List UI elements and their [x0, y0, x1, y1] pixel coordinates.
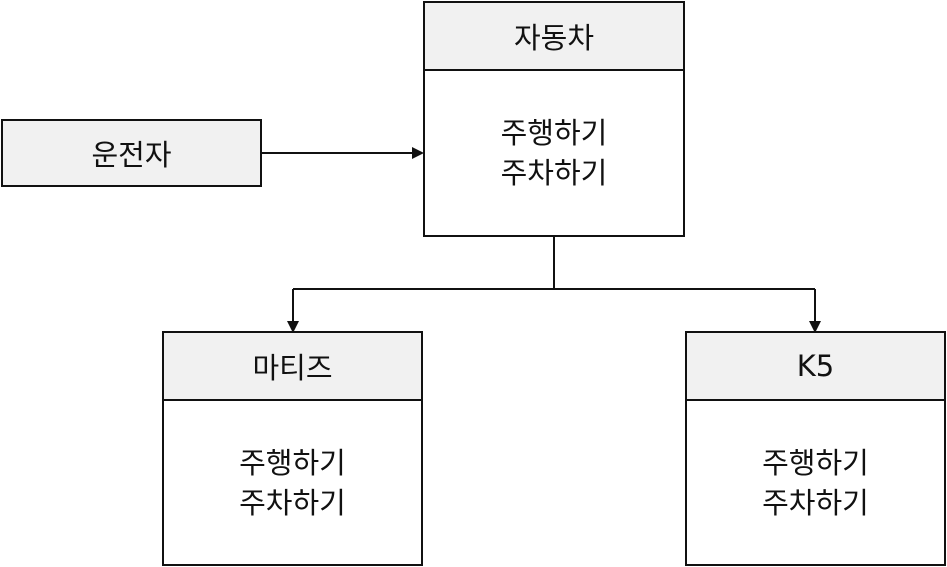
matiz-method-drive: 주행하기: [239, 445, 346, 480]
car-method-drive: 주행하기: [500, 116, 608, 150]
car-class-box: 자동차 주행하기 주차하기: [423, 1, 685, 237]
k5-class-methods: 주행하기 주차하기: [687, 401, 944, 564]
driver-label: 운전자: [91, 138, 172, 172]
driver-box: 운전자: [1, 119, 262, 187]
car-class-header: 자동차: [425, 3, 683, 71]
k5-class-name: K5: [796, 349, 835, 383]
car-method-park: 주차하기: [500, 156, 608, 190]
k5-method-park: 주차하기: [762, 485, 869, 520]
matiz-class-box: 마티즈 주행하기 주차하기: [162, 331, 423, 566]
k5-class-header: K5: [687, 333, 944, 401]
matiz-class-header: 마티즈: [164, 333, 421, 401]
k5-class-box: K5 주행하기 주차하기: [685, 331, 946, 566]
matiz-class-name: 마티즈: [252, 351, 333, 385]
car-class-methods: 주행하기 주차하기: [425, 71, 683, 235]
matiz-method-park: 주차하기: [239, 485, 346, 520]
matiz-class-methods: 주행하기 주차하기: [164, 401, 421, 564]
k5-method-drive: 주행하기: [762, 445, 869, 480]
car-class-name: 자동차: [513, 21, 595, 55]
